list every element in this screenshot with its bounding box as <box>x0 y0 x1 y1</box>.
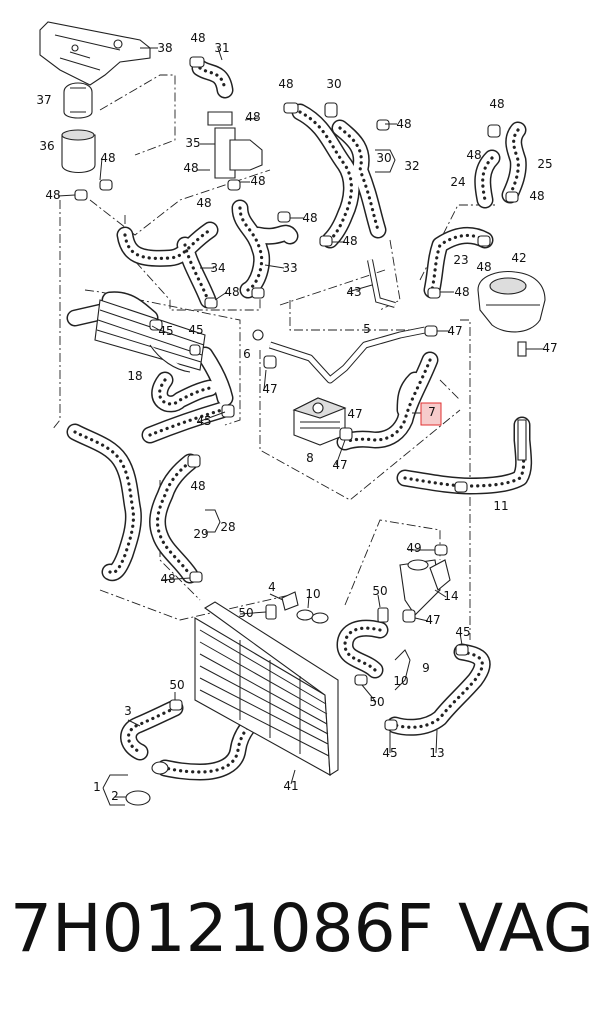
callout-label: 48 <box>489 97 504 111</box>
callout-label: 10 <box>393 674 408 688</box>
callout-label: 9 <box>422 661 430 675</box>
callout-label: 3 <box>124 704 132 718</box>
callout-label: 48 <box>100 151 115 165</box>
callout-label: 4 <box>268 580 276 594</box>
callout-label: 47 <box>332 458 347 472</box>
callout-label: 50 <box>169 678 184 692</box>
callout-label: 38 <box>157 41 172 55</box>
callout-label: 23 <box>453 253 468 267</box>
callout-label: 48 <box>190 479 205 493</box>
callout-label: 41 <box>283 779 298 793</box>
callout-label: 45 <box>455 625 470 639</box>
callout-label: 6 <box>243 347 251 361</box>
callout-label: 35 <box>185 136 200 150</box>
callout-label: 10 <box>305 587 320 601</box>
callout-label: 48 <box>396 117 411 131</box>
callout-label: 45 <box>158 324 173 338</box>
callout-label: 48 <box>190 31 205 45</box>
heat-exchanger <box>94 299 206 373</box>
callout-label: 29 <box>193 527 208 541</box>
callout-label: 34 <box>210 261 225 275</box>
callout-label: 28 <box>220 520 235 534</box>
callout-label: 48 <box>160 572 175 586</box>
callout-label: 37 <box>36 93 51 107</box>
leader-lines <box>57 47 543 798</box>
callout-label: 30 <box>326 77 341 91</box>
cooling-system-diagram: 3848313748304848483648353032482548484824… <box>36 21 558 806</box>
callout-label: 48 <box>454 285 469 299</box>
callout-label: 13 <box>429 746 444 760</box>
callout-label: 48 <box>224 285 239 299</box>
callout-label: 30 <box>376 151 391 165</box>
callout-label: 14 <box>443 589 458 603</box>
callout-label: 45 <box>382 746 397 760</box>
caption: 7H0121086F VAG <box>0 890 600 1000</box>
expansion-tank <box>477 271 546 461</box>
callout-label: 48 <box>250 174 265 188</box>
callout-label: 11 <box>493 499 508 513</box>
callout-label: 2 <box>111 789 119 803</box>
callout-label: 47 <box>347 407 362 421</box>
callout-label: 47 <box>425 613 440 627</box>
callout-label: 48 <box>529 189 544 203</box>
callout-label: 5 <box>363 322 371 336</box>
callout-label: 48 <box>245 110 260 124</box>
highlight-box-part-7 <box>420 402 442 426</box>
callout-label: 18 <box>127 369 142 383</box>
callout-label: 43 <box>346 285 361 299</box>
brand-name: VAG <box>458 890 595 967</box>
callout-label: 48 <box>466 148 481 162</box>
mounting-bracket <box>39 21 151 86</box>
thermostat-housing <box>399 559 451 616</box>
callout-label: 24 <box>450 175 465 189</box>
callout-label: 48 <box>342 234 357 248</box>
callout-label: 45 <box>188 323 203 337</box>
pump-assembly <box>61 82 96 174</box>
callout-label: 31 <box>214 41 229 55</box>
label-brackets <box>102 149 411 806</box>
callout-label: 48 <box>302 211 317 225</box>
callout-label: 36 <box>39 139 54 153</box>
callout-label: 8 <box>306 451 314 465</box>
callout-label: 48 <box>278 77 293 91</box>
callout-label: 25 <box>537 157 552 171</box>
metal-pipes <box>207 111 426 384</box>
radiator <box>194 601 339 776</box>
callout-label: 33 <box>282 261 297 275</box>
callout-label: 48 <box>476 260 491 274</box>
callout-label: 50 <box>372 584 387 598</box>
callout-label: 1 <box>93 780 101 794</box>
callout-label: 45 <box>196 414 211 428</box>
callout-label: 50 <box>369 695 384 709</box>
callout-label: 7 <box>428 405 436 419</box>
callout-label: 47 <box>542 341 557 355</box>
callout-label: 50 <box>238 606 253 620</box>
callout-label: 48 <box>196 196 211 210</box>
callout-label: 42 <box>511 251 526 265</box>
callout-label: 47 <box>262 382 277 396</box>
oil-cooler <box>292 397 347 446</box>
part-number: 7H0121086F <box>10 890 434 967</box>
callout-label: 32 <box>404 159 419 173</box>
callout-label: 49 <box>406 541 421 555</box>
callout-label: 48 <box>183 161 198 175</box>
callout-label: 48 <box>45 188 60 202</box>
callout-label: 47 <box>447 324 462 338</box>
